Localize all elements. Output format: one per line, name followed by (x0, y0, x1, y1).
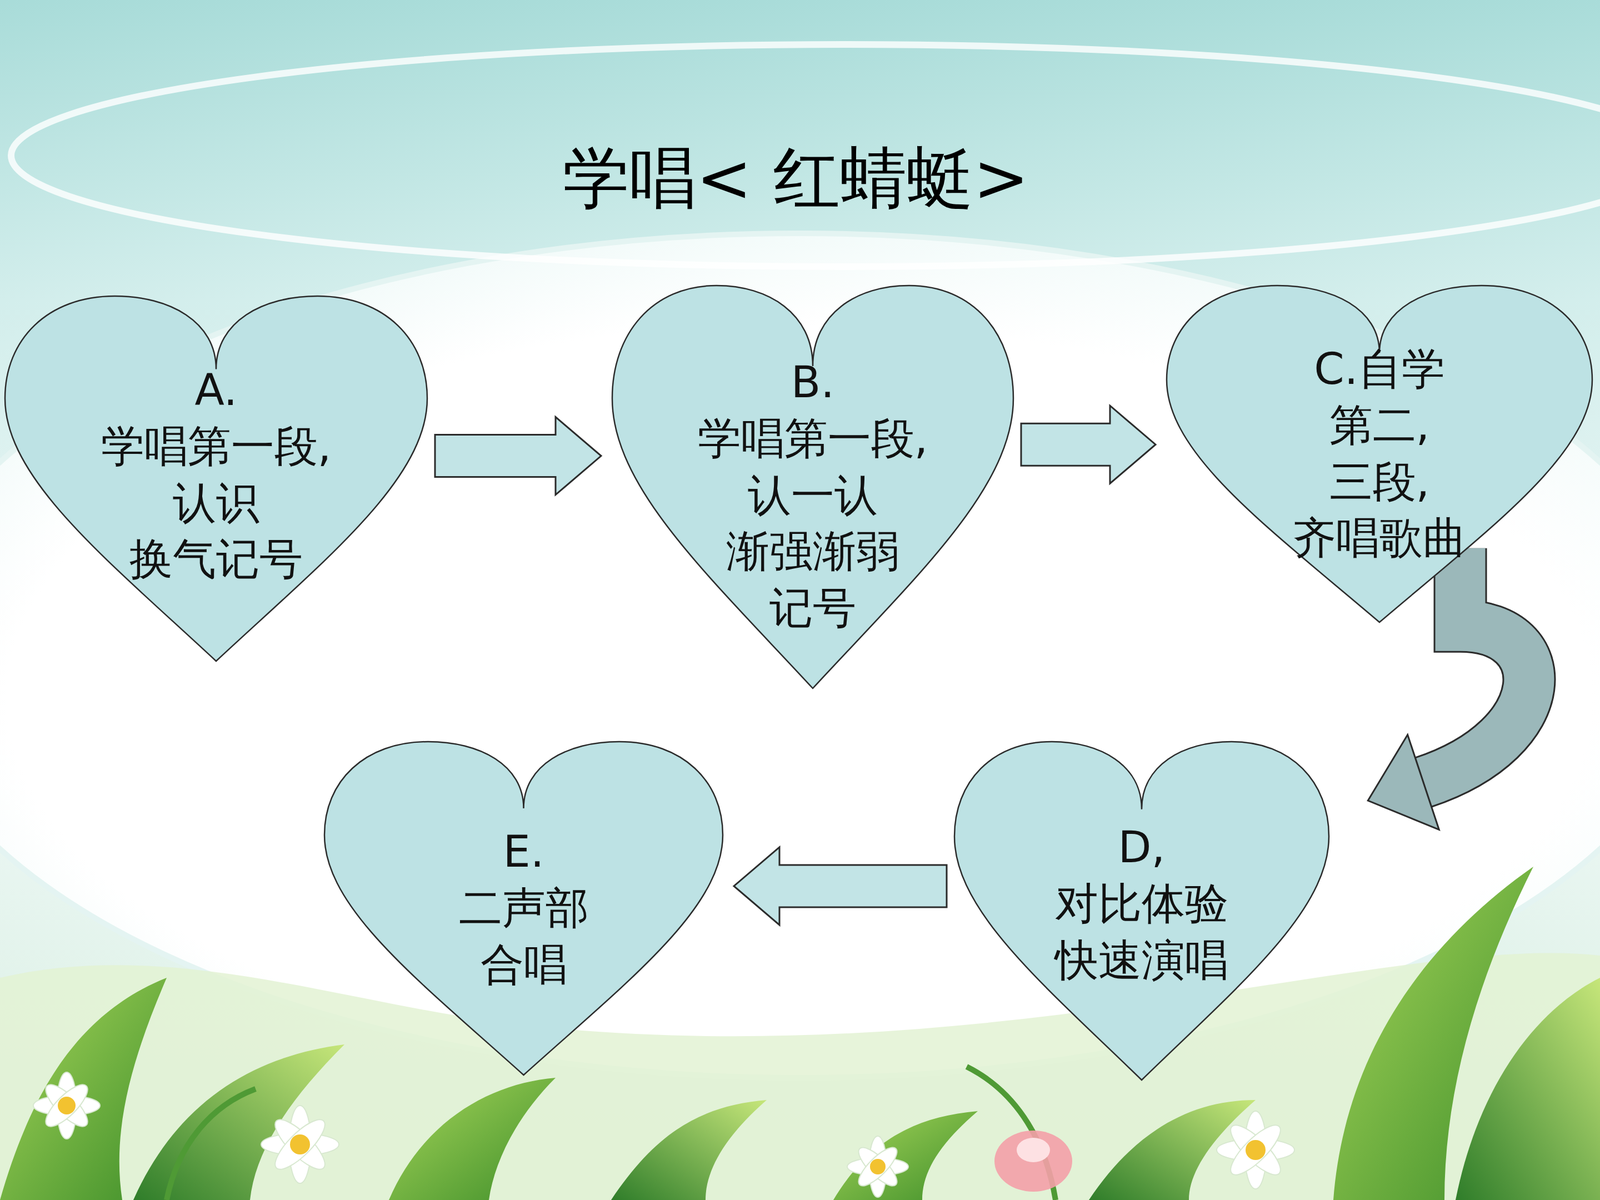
arrow-body (1021, 405, 1156, 484)
heart-node: B.学唱第一段, 认一认 渐强渐弱 记号 (612, 285, 1014, 689)
arrow-body (435, 417, 602, 495)
heart-node: A.学唱第一段, 认识 换气记号 (5, 296, 428, 662)
heart-node: C.自学 第二,三段, 齐唱歌曲 (1166, 285, 1593, 623)
arrow-outline (1423, 548, 1529, 783)
heart-outline (324, 741, 723, 1075)
arrow-head (1367, 735, 1439, 830)
heart-shape (1166, 285, 1593, 623)
heart-outline (1166, 285, 1593, 623)
step-text: A.学唱第一段, 认识 换气记号 (101, 362, 332, 588)
block-arrow (435, 417, 602, 495)
step-text: D,对比体验 快速演唱 (1055, 819, 1229, 989)
heart-outline (5, 296, 428, 662)
slide-title: 学唱< 红蜻蜓> (562, 138, 1029, 219)
heart-outline (612, 285, 1014, 689)
step-text: E.二声部 合唱 (458, 823, 589, 993)
arrow-body (1423, 548, 1529, 783)
step-text: B.学唱第一段, 认一认 渐强渐弱 记号 (697, 354, 929, 637)
heart-outline (954, 741, 1329, 1080)
step-text: C.自学 第二,三段, 齐唱歌曲 (1292, 341, 1467, 567)
arrow-body (733, 847, 947, 925)
block-arrow (733, 847, 947, 925)
heart-node: D,对比体验 快速演唱 (954, 741, 1329, 1080)
heart-node: E.二声部 合唱 (324, 741, 723, 1075)
block-arrow (1021, 405, 1156, 484)
